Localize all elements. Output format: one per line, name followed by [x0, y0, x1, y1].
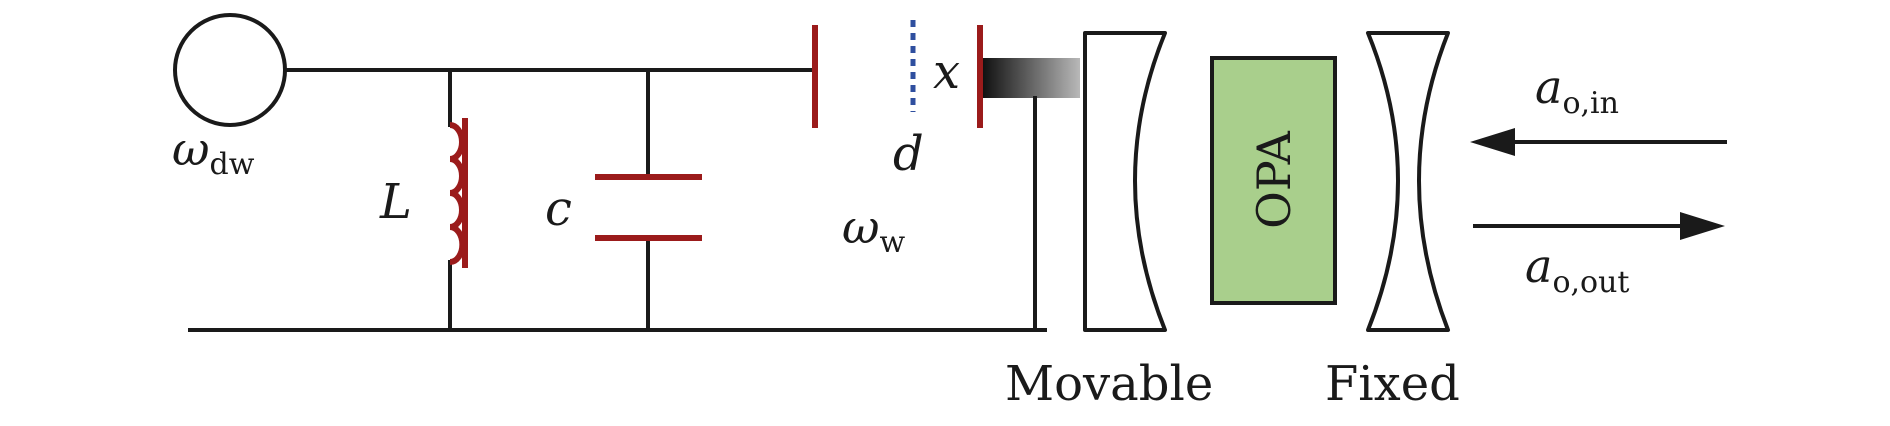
- opa-box: [1210, 56, 1337, 305]
- label-out-symbol: a: [1525, 239, 1552, 293]
- label-mw-sub: w: [880, 225, 906, 260]
- label-gap: d: [893, 126, 924, 182]
- label-in-sub: o,in: [1562, 86, 1619, 121]
- label-mw-symbol: ω: [842, 200, 880, 254]
- label-displacement: x: [933, 44, 960, 100]
- fixed-mirror: [1366, 31, 1450, 332]
- label-output-field: ao,out: [1525, 239, 1629, 300]
- label-microwave-frequency: ωw: [842, 200, 906, 260]
- label-in-symbol: a: [1535, 60, 1562, 114]
- output-arrow-head: [1680, 212, 1725, 240]
- label-input-field: ao,in: [1535, 60, 1619, 121]
- coupling-rod: [983, 58, 1080, 98]
- label-inductor: L: [379, 174, 412, 230]
- label-drive-symbol: ω: [172, 122, 210, 176]
- label-drive-frequency: ωdw: [172, 122, 255, 182]
- label-movable-mirror: Movable: [1005, 356, 1213, 412]
- label-fixed-mirror: Fixed: [1325, 356, 1460, 412]
- label-drive-sub: dw: [210, 147, 255, 182]
- input-arrow-head: [1470, 128, 1515, 156]
- label-capacitor: c: [545, 181, 572, 237]
- inductor-coil: [449, 122, 466, 265]
- drive-source-circle: [173, 13, 287, 127]
- label-opa: OPA: [1247, 130, 1301, 228]
- label-out-sub: o,out: [1552, 265, 1629, 300]
- movable-mirror: [1083, 31, 1167, 332]
